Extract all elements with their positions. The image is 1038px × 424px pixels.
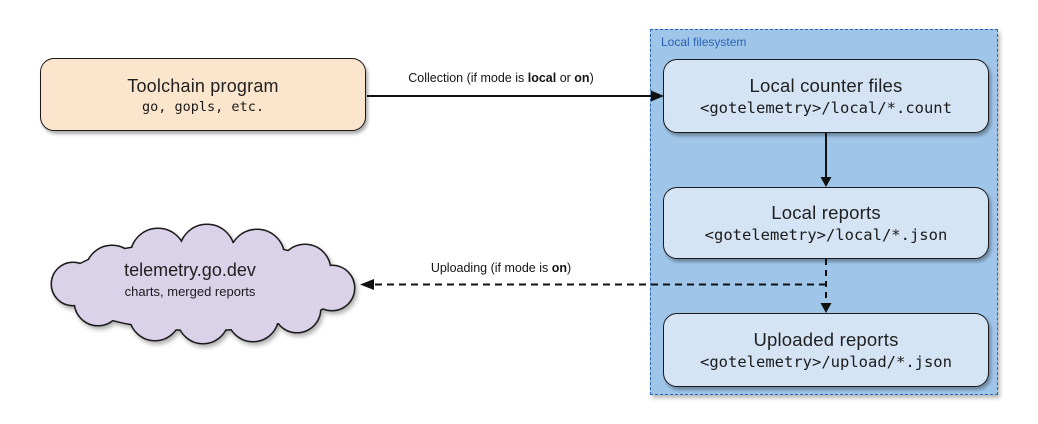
toolchain-subtitle: go, gopls, etc.: [142, 98, 264, 115]
collection-arrow: [367, 90, 664, 102]
telemetry-cloud: telemetry.go.dev charts, merged reports: [45, 260, 335, 300]
uploaded-reports-title: Uploaded reports: [753, 329, 899, 350]
collection-label-bold-on: on: [574, 71, 590, 85]
local-filesystem-label: Local filesystem: [661, 35, 747, 49]
collection-label-bold-local: local: [527, 71, 557, 85]
local-reports-title: Local reports: [771, 202, 881, 223]
local-reports-node: Local reports <gotelemetry>/local/*.json: [663, 187, 989, 259]
uploaded-reports-node: Uploaded reports <gotelemetry>/upload/*.…: [663, 313, 989, 387]
cloud-subtitle: charts, merged reports: [124, 284, 256, 299]
uploading-label-suffix: ): [567, 261, 572, 275]
local-reports-path: <gotelemetry>/local/*.json: [704, 226, 948, 244]
collection-edge-label: Collection (if mode is local or on): [361, 71, 641, 85]
local-counter-files-path: <gotelemetry>/local/*.count: [700, 99, 952, 117]
collection-label-middle: or: [556, 71, 575, 85]
uploaded-reports-path: <gotelemetry>/upload/*.json: [700, 353, 952, 371]
uploading-edge-label: Uploading (if mode is on): [361, 261, 641, 275]
toolchain-title: Toolchain program: [127, 75, 279, 96]
local-counter-files-title: Local counter files: [749, 75, 903, 96]
collection-label-prefix: Collection (if mode is: [408, 71, 528, 85]
local-counter-files-node: Local counter files <gotelemetry>/local/…: [663, 59, 989, 133]
cloud-title: telemetry.go.dev: [124, 260, 256, 280]
toolchain-program-node: Toolchain program go, gopls, etc.: [40, 58, 366, 131]
uploading-label-bold-on: on: [551, 261, 567, 275]
uploading-label-prefix: Uploading (if mode is: [430, 261, 552, 275]
collection-label-suffix: ): [589, 71, 594, 85]
